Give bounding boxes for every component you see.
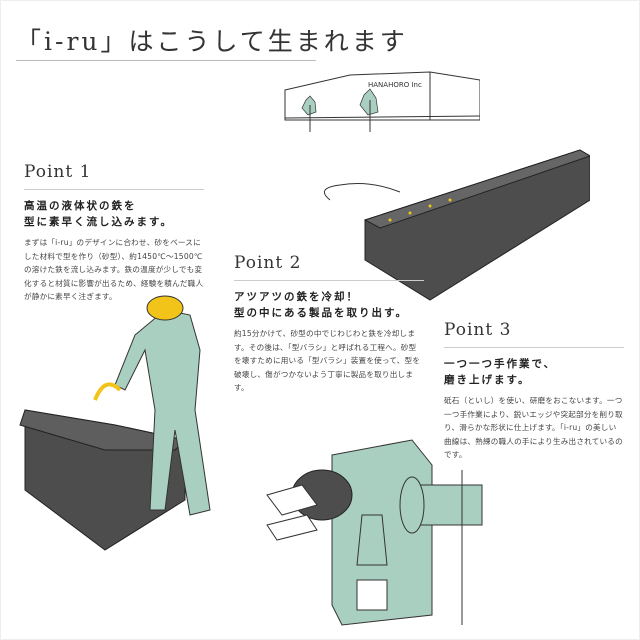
heading-line: アツアツの鉄を冷却！: [234, 291, 359, 303]
divider: [234, 280, 424, 281]
pouring-worker-illustration: [19, 295, 211, 551]
point-1-heading: 高温の液体状の鉄を型に素早く流し込みます。: [24, 198, 204, 230]
point-2-section: Point 2 アツアツの鉄を冷却！ 型の中にある製品を取り出す。 約15分かけて…: [234, 253, 424, 395]
point-2-label: Point 2: [234, 253, 302, 273]
point-1-body: まずは「i-ru」のデザインに合わせ、砂をベースにした材料で型を作り（砂型）、約…: [24, 238, 204, 301]
divider: [24, 189, 204, 190]
heading-line: 型に素早く流し込みます。: [24, 216, 173, 228]
heading-line: 磨き上げます。: [444, 374, 531, 386]
grinding-machine-illustration: [266, 439, 483, 626]
point-1-label: Point 1: [24, 162, 92, 182]
heading-line: 一つ一つ手作業で、: [444, 358, 557, 370]
point-3-label: Point 3: [444, 320, 512, 340]
mold-line-illustration: [323, 149, 590, 301]
point-2-body: 約15分かけて、砂型の中でじわじわと鉄を冷却します。その後は、「型バラシ」と呼ば…: [234, 329, 421, 392]
heading-line: 高温の液体状の鉄を: [24, 200, 137, 212]
factory-illustration: HANAHORO Inc: [284, 71, 480, 132]
point-2-heading: アツアツの鉄を冷却！ 型の中にある製品を取り出す。: [234, 289, 424, 321]
divider: [444, 347, 624, 348]
factory-sign: HANAHORO Inc: [368, 81, 422, 89]
point-1-section: Point 1 高温の液体状の鉄を型に素早く流し込みます。 まずは「i-ru」の…: [24, 162, 204, 304]
point-3-section: Point 3 一つ一つ手作業で、磨き上げます。 砥石（といし）を使い、研磨をお…: [444, 320, 624, 462]
title-divider: [16, 60, 316, 61]
point-3-heading: 一つ一つ手作業で、磨き上げます。: [444, 356, 624, 388]
point-3-body: 砥石（といし）を使い、研磨をおこないます。一つ一つ手作業により、鋭いエッジや突起…: [444, 396, 623, 459]
heading-line: 型の中にある製品を取り出す。: [234, 307, 408, 319]
page-title: 「i-ru」はこうして生まれます: [16, 27, 408, 56]
